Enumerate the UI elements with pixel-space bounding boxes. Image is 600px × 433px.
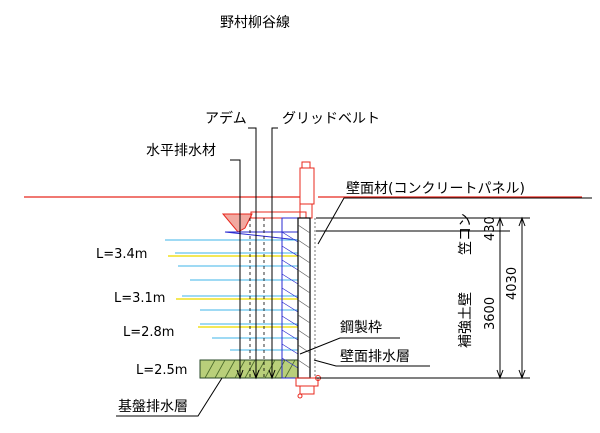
dimension-coping-height: 430 [483, 216, 498, 241]
length-label-1: L=3.4m [96, 247, 147, 262]
length-label-3: L=2.8m [123, 325, 174, 340]
label-reinforced-wall: 補強土壁 [458, 292, 474, 348]
dimension-total-height: 4030 [505, 267, 520, 300]
base-drain-leader [116, 377, 223, 417]
grid-belt-lines [168, 255, 298, 328]
label-horizontal-drain: 水平排水材 [146, 143, 216, 159]
dimension-wall-height: 3600 [483, 297, 498, 330]
diagram-title: 野村柳谷線 [220, 14, 290, 31]
steel-frame-leader [299, 337, 400, 355]
label-wall-material: 壁面材(コンクリートパネル) [346, 181, 525, 197]
steel-frame-column [281, 217, 299, 379]
label-wall-drain-layer: 壁面排水層 [340, 349, 410, 365]
wall-drain-leader [313, 359, 430, 367]
label-coping: 笠コン [458, 213, 474, 255]
coping-concrete [221, 161, 315, 233]
length-label-4: L=2.5m [136, 363, 187, 378]
slope-fill [224, 231, 299, 241]
label-steel-frame: 鋼製枠 [340, 320, 382, 336]
top-leaders [230, 127, 278, 380]
length-label-2: L=3.1m [114, 291, 165, 306]
base-drain-layer-block [199, 359, 299, 379]
dimension-lines [316, 216, 530, 380]
label-adem: アデム [205, 110, 247, 127]
wall-material-leader [317, 197, 592, 245]
wall-panel [297, 217, 316, 379]
foundation [295, 375, 321, 399]
label-grid-belt: グリッドベルト [282, 111, 380, 127]
vertical-dashed-lines [249, 218, 265, 378]
label-base-drain-layer: 基盤排水層 [118, 398, 188, 415]
